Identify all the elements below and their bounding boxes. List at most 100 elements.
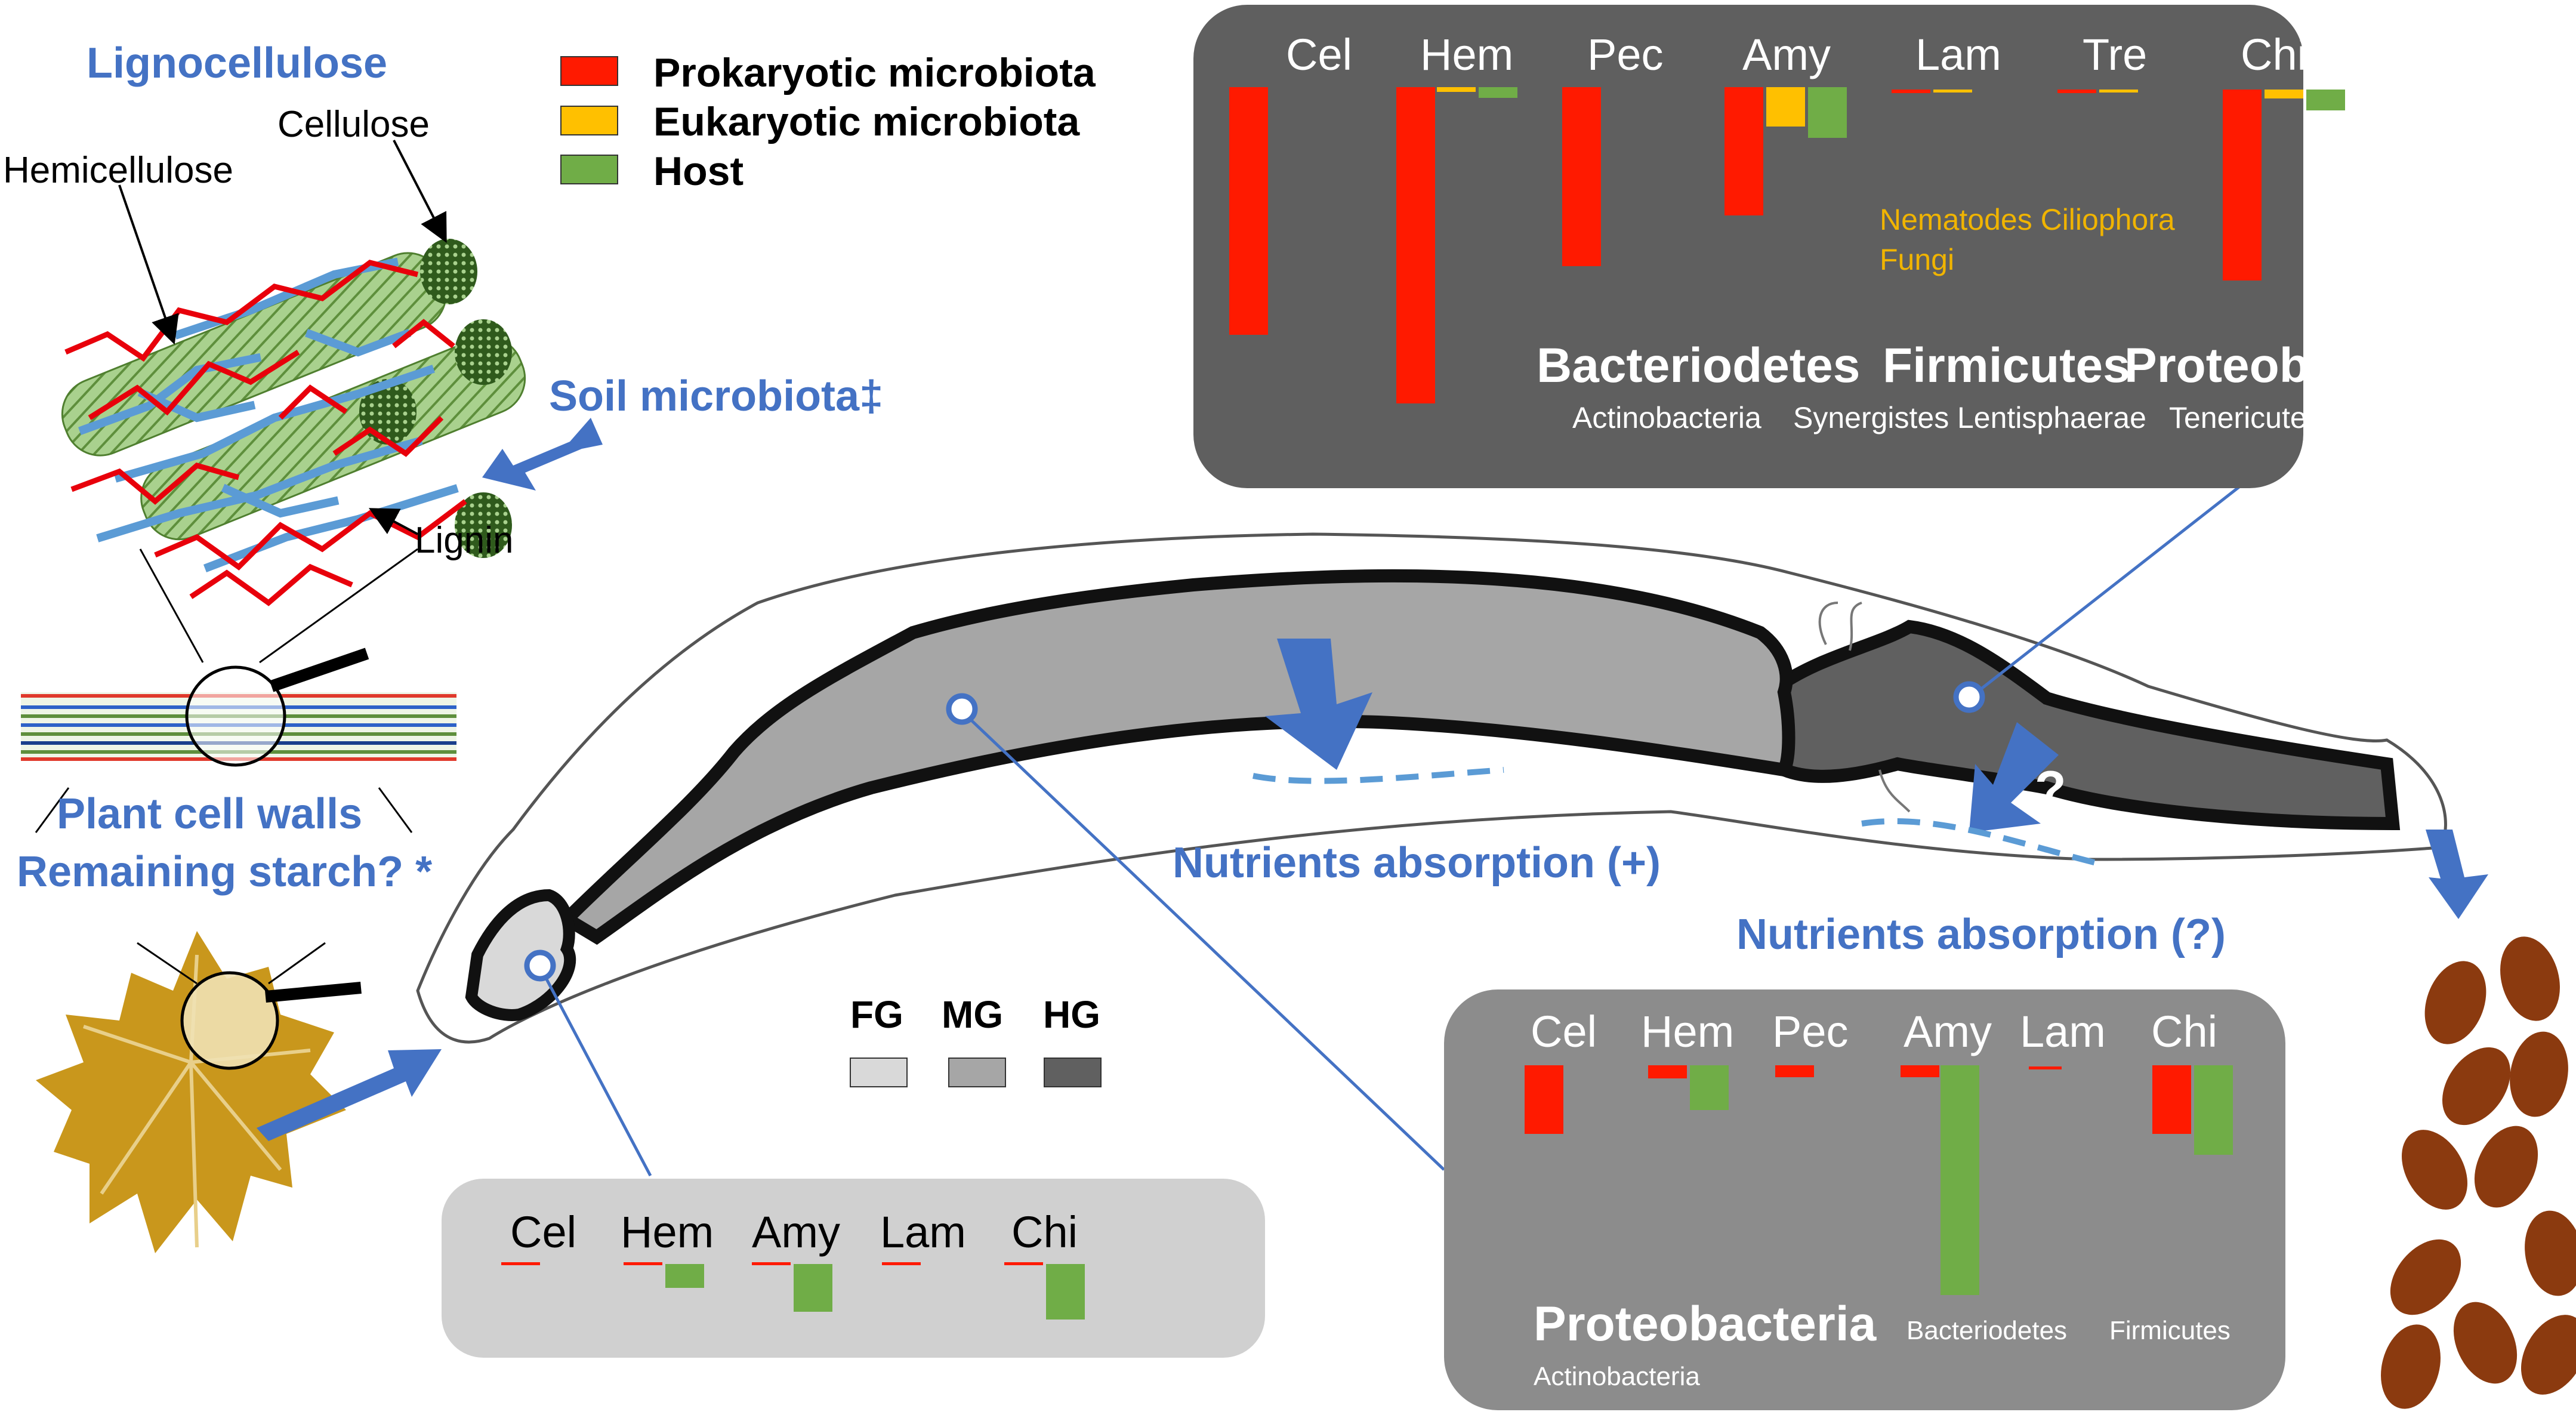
mg-hem-host-bar [1690, 1065, 1729, 1110]
hg-enzyme-hem: Hem [1420, 30, 1514, 79]
hg-enzyme-pec: Pec [1587, 30, 1664, 79]
hg-tre-prok-bar [2057, 90, 2096, 93]
hg-absorption-arrow [1969, 722, 2059, 833]
mg-hem-prok-bar [1648, 1065, 1687, 1078]
hg-phylum-synergistes: Synergistes [1793, 401, 1949, 434]
mg-enzyme-chi: Chi [2151, 1007, 2218, 1056]
midgut-bars [1525, 1065, 2233, 1295]
hg-phylum-proteobacteria: Proteobacteria [2124, 338, 2467, 393]
lignocellulose-title: Lignocellulose [87, 39, 388, 87]
legend-eukaryotic-label: Eukaryotic microbiota [653, 99, 1080, 144]
body-outline [416, 532, 2447, 1044]
soil-microbiota-label: Soil microbiota‡ [549, 372, 884, 420]
hg-eukaryote-groups-2: Fungi [1880, 243, 1955, 276]
feces-arrow [2426, 830, 2488, 919]
hg-cel-prok-bar [1229, 87, 1268, 335]
hindgut-panel [1193, 5, 2303, 488]
fg-cel-prok-bar [501, 1262, 540, 1265]
hg-phylum-tenericutes: Tenericutes [2169, 401, 2322, 434]
mg-amy-prok-bar [1901, 1065, 1939, 1077]
hemicellulose-label: Hemicellulose [3, 150, 233, 191]
hg-eukaryote-groups-1: Nematodes Ciliophora [1880, 203, 2175, 236]
legend-host-label: Host [653, 149, 744, 194]
leaf-arrow [257, 1049, 442, 1141]
hg-chi-host-bar [2306, 90, 2345, 110]
fg-chi-host-bar [1046, 1264, 1085, 1320]
mg-enzyme-cel: Cel [1531, 1007, 1597, 1056]
hg-lam-euk-bar [1933, 90, 1972, 93]
mg-pec-prok-bar [1775, 1065, 1814, 1077]
plant-cell-walls-label: Plant cell walls [57, 790, 363, 838]
hg-lam-prok-bar [1892, 90, 1930, 93]
mg-chi-host-bar [2194, 1065, 2233, 1155]
mg-enzyme-pec: Pec [1772, 1007, 1849, 1056]
hg-enzyme-amy: Amy [1742, 30, 1831, 79]
cellulose-end [420, 239, 477, 304]
cellulose-end [455, 319, 512, 385]
soil-arrow [482, 418, 603, 491]
plant-leaf [36, 931, 362, 1253]
nutrients-absorption-question-label: Nutrients absorption (?) [1736, 911, 2226, 958]
hindgut-bars [1229, 87, 2345, 403]
mg-phylum-actinobacteria: Actinobacteria [1534, 1362, 1700, 1391]
midgut-panel [1444, 989, 2285, 1410]
hg-tre-euk-bar [2099, 90, 2138, 93]
segment-fg-label: FG [850, 993, 903, 1036]
cellulose-end [455, 492, 512, 558]
foregut [465, 889, 576, 1021]
hg-hem-host-bar [1479, 87, 1517, 98]
hg-enzyme-tre: Tre [2083, 30, 2148, 79]
hg-enzyme-lam: Lam [1915, 30, 2001, 79]
fg-sample-point [524, 950, 556, 982]
fg-enzyme-hem: Hem [621, 1207, 714, 1257]
mg-amy-host-bar [1941, 1065, 1979, 1295]
mg-phylum-bacteriodetes: Bacteriodetes [1906, 1316, 2068, 1345]
absorption-dashes [1252, 767, 2108, 868]
mg-enzyme-hem: Hem [1641, 1007, 1735, 1056]
segment-hg-label: HG [1043, 993, 1100, 1036]
connectors [538, 482, 2245, 1177]
fg-lam-prok-bar [882, 1262, 921, 1265]
hg-phylum-actinobacteria: Actinobacteria [1572, 401, 1761, 434]
fg-enzyme-amy: Amy [752, 1207, 840, 1257]
mg-sample-point [946, 693, 978, 725]
segment-swatches [850, 1058, 1102, 1087]
hg-phylum-lentisphaerae: Lentisphaerae [1957, 401, 2146, 434]
fg-enzyme-chi: Chi [1011, 1207, 1078, 1257]
nutrients-absorption-plus-label: Nutrients absorption (+) [1173, 839, 1661, 887]
lignin-network [64, 260, 467, 606]
mg-phylum-firmicutes: Firmicutes [2109, 1316, 2231, 1345]
mg-lam-prok-bar [2029, 1066, 2062, 1069]
fg-hem-prok-bar [624, 1262, 662, 1265]
lignocellulose-illustration [61, 140, 526, 664]
hindgut-question-mark: ? [2035, 761, 2066, 818]
fg-hem-host-bar [665, 1264, 704, 1288]
hg-appendages [1818, 602, 1911, 813]
hg-enzyme-chi: Chi [2241, 30, 2307, 79]
hg-phylum-firmicutes: Firmicutes [1883, 338, 2130, 393]
plant-cell-wall-strip [21, 648, 456, 833]
mg-enzyme-amy: Amy [1904, 1007, 1992, 1056]
feces-pellets [2381, 936, 2576, 1409]
mg-chi-prok-bar [2152, 1065, 2191, 1134]
fg-amy-prok-bar [752, 1262, 791, 1265]
hg-sample-point [1953, 681, 1985, 713]
hg-chi-prok-bar [2223, 90, 2262, 280]
hg-hem-euk-bar [1437, 87, 1476, 92]
hindgut [1771, 619, 2401, 831]
fg-chi-prok-bar [1004, 1262, 1043, 1265]
flow-arrows [257, 418, 2488, 1141]
segment-mg-label: MG [942, 993, 1004, 1036]
fg-enzyme-lam: Lam [880, 1207, 966, 1257]
hg-amy-prok-bar [1724, 87, 1763, 215]
mg-enzyme-lam: Lam [2020, 1007, 2106, 1056]
cellulose-end [359, 379, 417, 445]
fg-enzyme-cel: Cel [510, 1207, 577, 1257]
hg-amy-euk-bar [1766, 87, 1805, 127]
mg-cel-prok-bar [1525, 1065, 1563, 1134]
hg-chi-euk-bar [2265, 90, 2303, 98]
hg-enzyme-cel: Cel [1286, 30, 1353, 79]
mg-absorption-arrow [1265, 639, 1372, 770]
hg-pec-prok-bar [1562, 87, 1601, 266]
